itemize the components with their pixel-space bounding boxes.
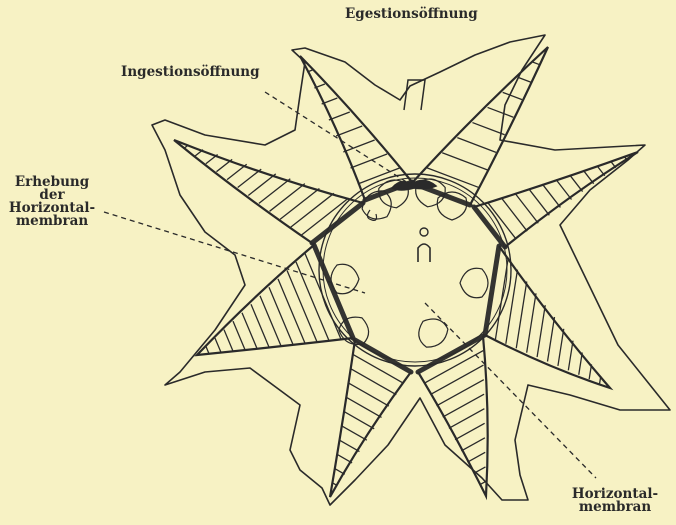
comb-plate [515,193,538,223]
leader-ingestion [265,92,408,183]
comb-plate [506,270,518,344]
comb-plate [260,296,281,346]
body-outline [152,35,670,505]
membrane-elevation [460,268,488,297]
comb-plate [346,397,382,417]
comb-plate [568,341,573,371]
comb-row [197,245,353,355]
label-egestionsoeffnung: Egestionsöffnung [345,8,478,21]
comb-plate [443,394,484,417]
comb-plate [518,77,531,82]
comb-plate [329,112,350,120]
comb-plate [529,189,550,216]
label-ingestionsoeffnung: Ingestionsöffnung [121,66,260,79]
comb-plate [301,198,348,235]
comb-plate [503,92,522,99]
comb-plate [501,198,527,231]
comb-plate [339,440,359,452]
comb-plate [537,305,545,357]
comb-plate [488,107,514,117]
comb-plate [533,62,539,64]
label-horizontalmembran: Horizontal- membran [560,488,670,514]
comb-row [300,56,412,200]
comb-base [485,246,499,335]
membrane-elevation [412,312,453,352]
comb-plate [206,347,209,354]
comb-plate [442,153,487,170]
comb-plate [548,317,555,362]
comb-plate [335,468,345,474]
comb-plate [248,174,275,196]
comb-plate [461,438,485,451]
aboral-organ [420,228,428,236]
comb-row [412,47,548,205]
comb-plate [597,166,605,176]
comb-plate [474,467,486,474]
comb-plate [224,330,233,351]
comb-plate [570,175,583,192]
comb-plate [270,184,305,212]
comb-plate [343,140,374,152]
comb-plate [449,409,484,429]
label-line: membran [560,501,670,514]
comb-plate [227,164,247,179]
label-line: membran [4,215,100,228]
comb-plate [455,423,485,439]
leader-erhebung [104,212,365,293]
comb-plate [579,353,583,375]
label-erhebung-der-horizontalmembran: Erhebung der Horizontal- membran [4,176,100,228]
comb-plate [437,380,484,406]
comb-plate [336,126,362,136]
comb-row [330,340,411,497]
comb-plate [558,329,564,366]
comb-plate [350,369,396,395]
comb-plate [259,179,290,204]
comb-plate [341,426,366,441]
comb-plate [215,338,221,352]
comb-plate [238,169,262,187]
comb-plate [467,452,485,462]
comb-plate [542,184,560,207]
comb-plate [206,155,218,164]
comb-plate [278,279,305,343]
comb-plate [337,454,352,463]
arms-group [174,47,638,497]
comb-plate [344,411,375,428]
comb-plate [556,180,572,200]
comb-plate [457,138,496,153]
statocyst-mark [418,244,430,262]
comb-plate [583,170,593,183]
comb-plate [216,159,232,171]
comb-base [312,203,363,243]
leader-horizontal [425,303,596,478]
comb-plate [287,270,317,342]
comb-plate [430,365,483,394]
body-outline-path [152,35,670,505]
comb-plate [233,321,245,350]
comb-plate [242,313,257,349]
comb-row [485,246,610,388]
comb-plate [516,282,527,349]
comb-plate [527,293,536,352]
comb-row [418,336,488,496]
comb-plate [269,287,293,344]
comb-plate [472,123,504,135]
comb-plate [291,193,334,227]
comb-plate [280,188,319,219]
comb-plate [424,351,483,384]
